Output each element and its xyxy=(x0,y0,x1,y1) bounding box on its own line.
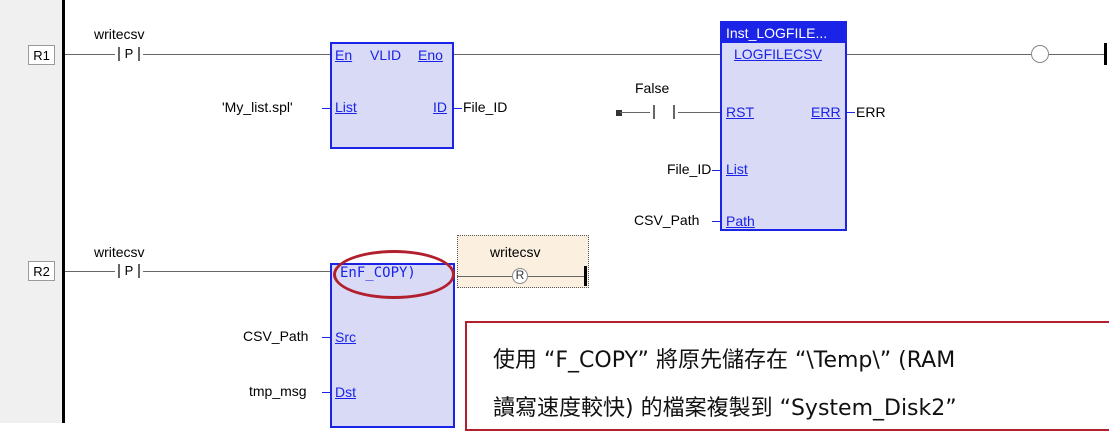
rung2-wire xyxy=(65,271,115,272)
vlid-list-pin: List xyxy=(335,99,357,115)
f-copy-src-input[interactable]: CSV_Path xyxy=(243,328,309,344)
logfile-rst-pin: RST xyxy=(726,104,754,120)
rung1-contact-variable[interactable]: writecsv xyxy=(94,26,145,42)
row-label-r2[interactable]: R2 xyxy=(28,261,55,281)
rst-contact[interactable] xyxy=(650,105,678,119)
rst-contact-variable[interactable]: False xyxy=(635,80,670,96)
vlid-id-output[interactable]: File_ID xyxy=(463,99,508,115)
vlid-list-input[interactable]: 'My_list.spl' xyxy=(222,99,293,115)
vlid-id-pin: ID xyxy=(433,99,447,115)
logfile-instance-name: Inst_LOGFILE... xyxy=(722,23,845,43)
pin-wire xyxy=(322,337,330,338)
logfile-err-pin: ERR xyxy=(811,104,841,120)
pin-wire xyxy=(712,221,720,222)
f-copy-dst-input[interactable]: tmp_msg xyxy=(249,383,307,399)
logfile-list-pin: List xyxy=(726,161,748,177)
rung2-wire xyxy=(528,276,584,277)
annotation-callout: 使用 “F_COPY” 將原先儲存在 “\Temp\” (RAM 讀寫速度較快)… xyxy=(465,321,1109,431)
vlid-eno-pin: Eno xyxy=(418,47,443,63)
annotation-line-2: 讀寫速度較快) 的檔案複製到 “System_Disk2” xyxy=(493,396,957,421)
rung2-contact-variable[interactable]: writecsv xyxy=(94,244,145,260)
logfile-path-pin: Path xyxy=(726,213,755,229)
f-copy-dst-pin: Dst xyxy=(335,384,356,400)
pin-wire xyxy=(322,108,330,109)
annotation-line-1: 使用 “F_COPY” 將原先儲存在 “\Temp\” (RAM xyxy=(493,348,956,373)
rung1-wire xyxy=(65,54,115,55)
pin-wire xyxy=(847,112,855,113)
logfile-path-input[interactable]: CSV_Path xyxy=(634,212,700,228)
left-power-rail xyxy=(62,0,65,423)
rst-wire xyxy=(620,112,650,113)
rung2-end-bar xyxy=(584,266,587,286)
logfile-block-type: LOGFILECSV xyxy=(734,46,822,62)
vlid-en-pin: En xyxy=(335,47,353,63)
reset-coil-variable[interactable]: writecsv xyxy=(490,244,541,260)
rung1-output-coil[interactable] xyxy=(1031,45,1049,63)
right-power-rail xyxy=(1104,43,1107,65)
rung1-positive-contact[interactable]: P xyxy=(115,46,143,61)
rung2-wire xyxy=(457,276,512,277)
rst-wire-start xyxy=(616,110,622,116)
rung-number-gutter xyxy=(0,0,62,423)
rung1-wire xyxy=(847,54,1031,55)
pin-wire xyxy=(712,170,720,171)
f-copy-src-pin: Src xyxy=(335,329,356,345)
reset-coil[interactable]: R xyxy=(512,268,528,284)
rung1-wire xyxy=(143,54,330,55)
rung1-wire xyxy=(1049,54,1104,55)
pin-wire xyxy=(454,108,462,109)
logfile-err-output[interactable]: ERR xyxy=(856,104,886,120)
logfilecsv-function-block[interactable] xyxy=(720,21,847,231)
rung2-positive-contact[interactable]: P xyxy=(115,263,143,278)
vlid-function-block[interactable] xyxy=(330,42,454,149)
pin-wire xyxy=(322,392,330,393)
rung2-wire xyxy=(143,271,330,272)
logfile-list-input[interactable]: File_ID xyxy=(667,161,712,177)
row-label-r1[interactable]: R1 xyxy=(28,45,55,65)
rung1-wire xyxy=(454,54,720,55)
highlight-ellipse xyxy=(333,250,455,299)
vlid-block-name: VLID xyxy=(370,47,402,63)
rst-wire xyxy=(678,112,720,113)
